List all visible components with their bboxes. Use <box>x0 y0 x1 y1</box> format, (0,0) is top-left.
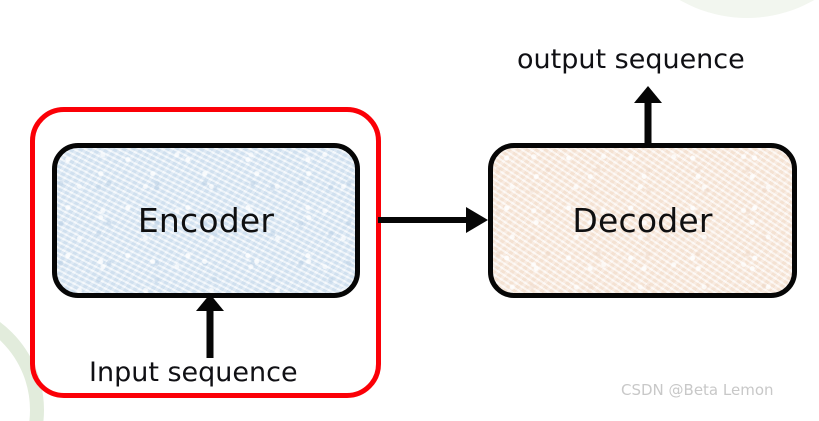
background-arc-top-decoration <box>612 0 819 18</box>
decoder-block-label: Decoder <box>572 201 713 240</box>
encoder-block-label: Encoder <box>137 201 275 240</box>
encoder-highlight-frame <box>30 107 381 398</box>
watermark-text: CSDN @Beta Lemon <box>621 381 774 399</box>
arrow-encoder-to-decoder-icon <box>378 207 488 233</box>
input-sequence-label: Input sequence <box>89 357 298 388</box>
decoder-block[interactable]: Decoder <box>488 143 797 298</box>
arrow-input-to-encoder-icon <box>196 294 224 358</box>
encoder-block[interactable]: Encoder <box>52 143 360 298</box>
arrow-decoder-to-output-icon <box>634 86 662 144</box>
output-sequence-label: output sequence <box>517 44 745 75</box>
